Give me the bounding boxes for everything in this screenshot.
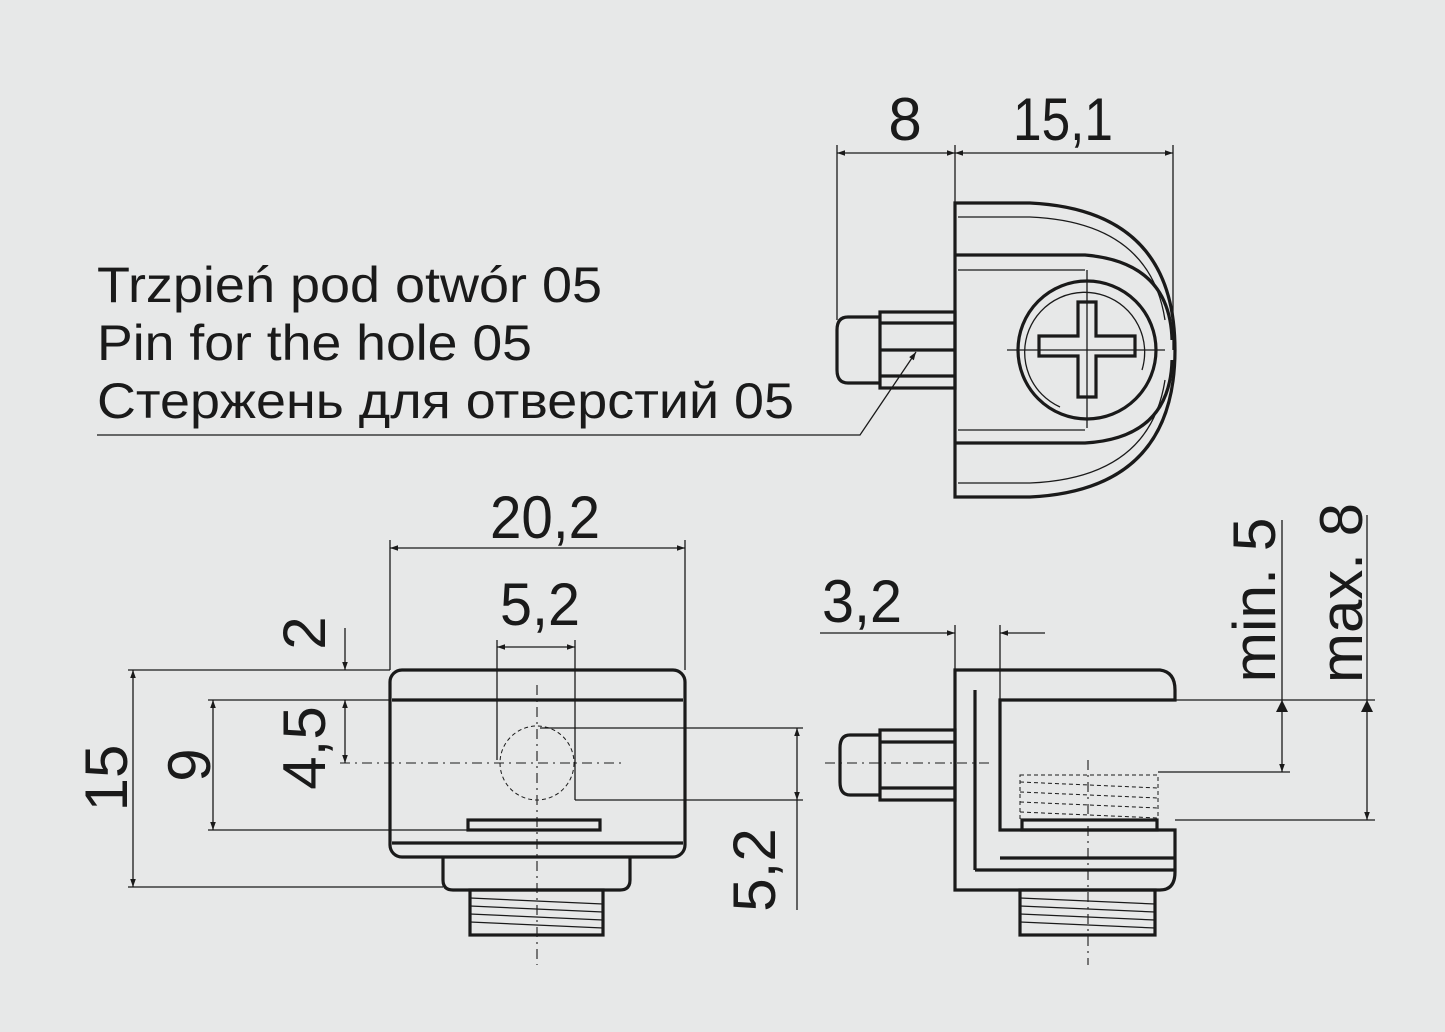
label-english: Pin for the hole 05	[97, 315, 532, 371]
top-view: 8 15,1	[97, 86, 1177, 499]
dim-top-pin: 8	[888, 86, 921, 153]
dim-glass-min: min. 5	[1221, 518, 1288, 683]
dim-offset-2: 2	[271, 616, 338, 649]
dim-offset-4-5: 4,5	[271, 706, 338, 789]
label-polish: Trzpień pod otwór 05	[97, 257, 602, 313]
dim-hole: 5,2	[500, 571, 580, 638]
dim-height-total: 15	[73, 745, 140, 812]
label-russian: Стержень для отверстий 05	[97, 373, 794, 429]
dim-pin-3-2: 3,2	[822, 568, 902, 635]
front-view: 20,2 5,2 15 9 2 4,5 5,2	[73, 484, 803, 965]
phillips-cross-icon	[1037, 300, 1137, 399]
dim-top-body: 15,1	[1013, 86, 1113, 153]
dim-glass-max: max. 8	[1308, 503, 1375, 683]
dim-height-9: 9	[156, 748, 223, 781]
side-view: 3,2 min. 5 max. 8	[820, 503, 1375, 965]
dim-offset-5-2: 5,2	[721, 828, 788, 911]
dim-width: 20,2	[490, 484, 600, 551]
